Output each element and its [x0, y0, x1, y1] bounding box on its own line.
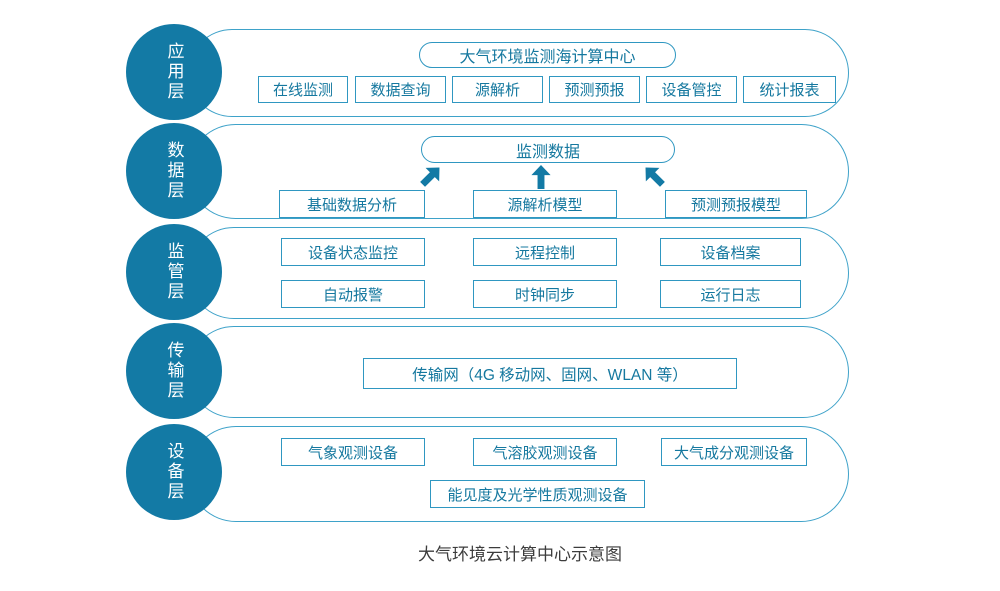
device-layer-label: 设备层	[164, 442, 184, 502]
node-device-management: 设备管控	[646, 76, 737, 103]
up-arrow-icon	[531, 165, 551, 189]
node-atmospheric-composition-observation: 大气成分观测设备	[661, 438, 807, 466]
node-transport-network: 传输网（4G 移动网、固网、WLAN 等）	[363, 358, 737, 389]
node-device-status-monitoring: 设备状态监控	[281, 238, 425, 266]
up-right-arrow-icon	[415, 160, 446, 191]
node-computing-center: 大气环境监测海计算中心	[419, 42, 676, 68]
node-run-log: 运行日志	[660, 280, 801, 308]
data-layer-label: 数据层	[164, 141, 184, 201]
node-forecast-model: 预测预报模型	[665, 190, 807, 218]
supervision-layer-circle: 监管层	[126, 224, 222, 320]
node-source-analysis: 源解析	[452, 76, 543, 103]
node-auto-alarm: 自动报警	[281, 280, 425, 308]
node-statistics-report: 统计报表	[743, 76, 836, 103]
node-visibility-optical-observation: 能见度及光学性质观测设备	[430, 480, 645, 508]
node-aerosol-observation: 气溶胶观测设备	[473, 438, 617, 466]
application-layer-label: 应用层	[164, 42, 184, 102]
node-online-monitoring: 在线监测	[258, 76, 348, 103]
node-device-archive: 设备档案	[660, 238, 801, 266]
transport-layer-label: 传输层	[164, 341, 184, 401]
diagram-caption: 大气环境云计算中心示意图	[418, 545, 622, 564]
node-monitoring-data: 监测数据	[421, 136, 675, 163]
node-source-analysis-model: 源解析模型	[473, 190, 617, 218]
node-clock-sync: 时钟同步	[473, 280, 617, 308]
node-basic-data-analysis: 基础数据分析	[279, 190, 425, 218]
transport-layer-circle: 传输层	[126, 323, 222, 419]
application-layer-circle: 应用层	[126, 24, 222, 120]
node-weather-observation: 气象观测设备	[281, 438, 425, 466]
supervision-layer-label: 监管层	[164, 242, 184, 302]
node-remote-control: 远程控制	[473, 238, 617, 266]
device-layer-circle: 设备层	[126, 424, 222, 520]
node-data-query: 数据查询	[355, 76, 446, 103]
node-forecast: 预测预报	[549, 76, 640, 103]
up-left-arrow-icon	[638, 160, 669, 191]
data-layer-circle: 数据层	[126, 123, 222, 219]
